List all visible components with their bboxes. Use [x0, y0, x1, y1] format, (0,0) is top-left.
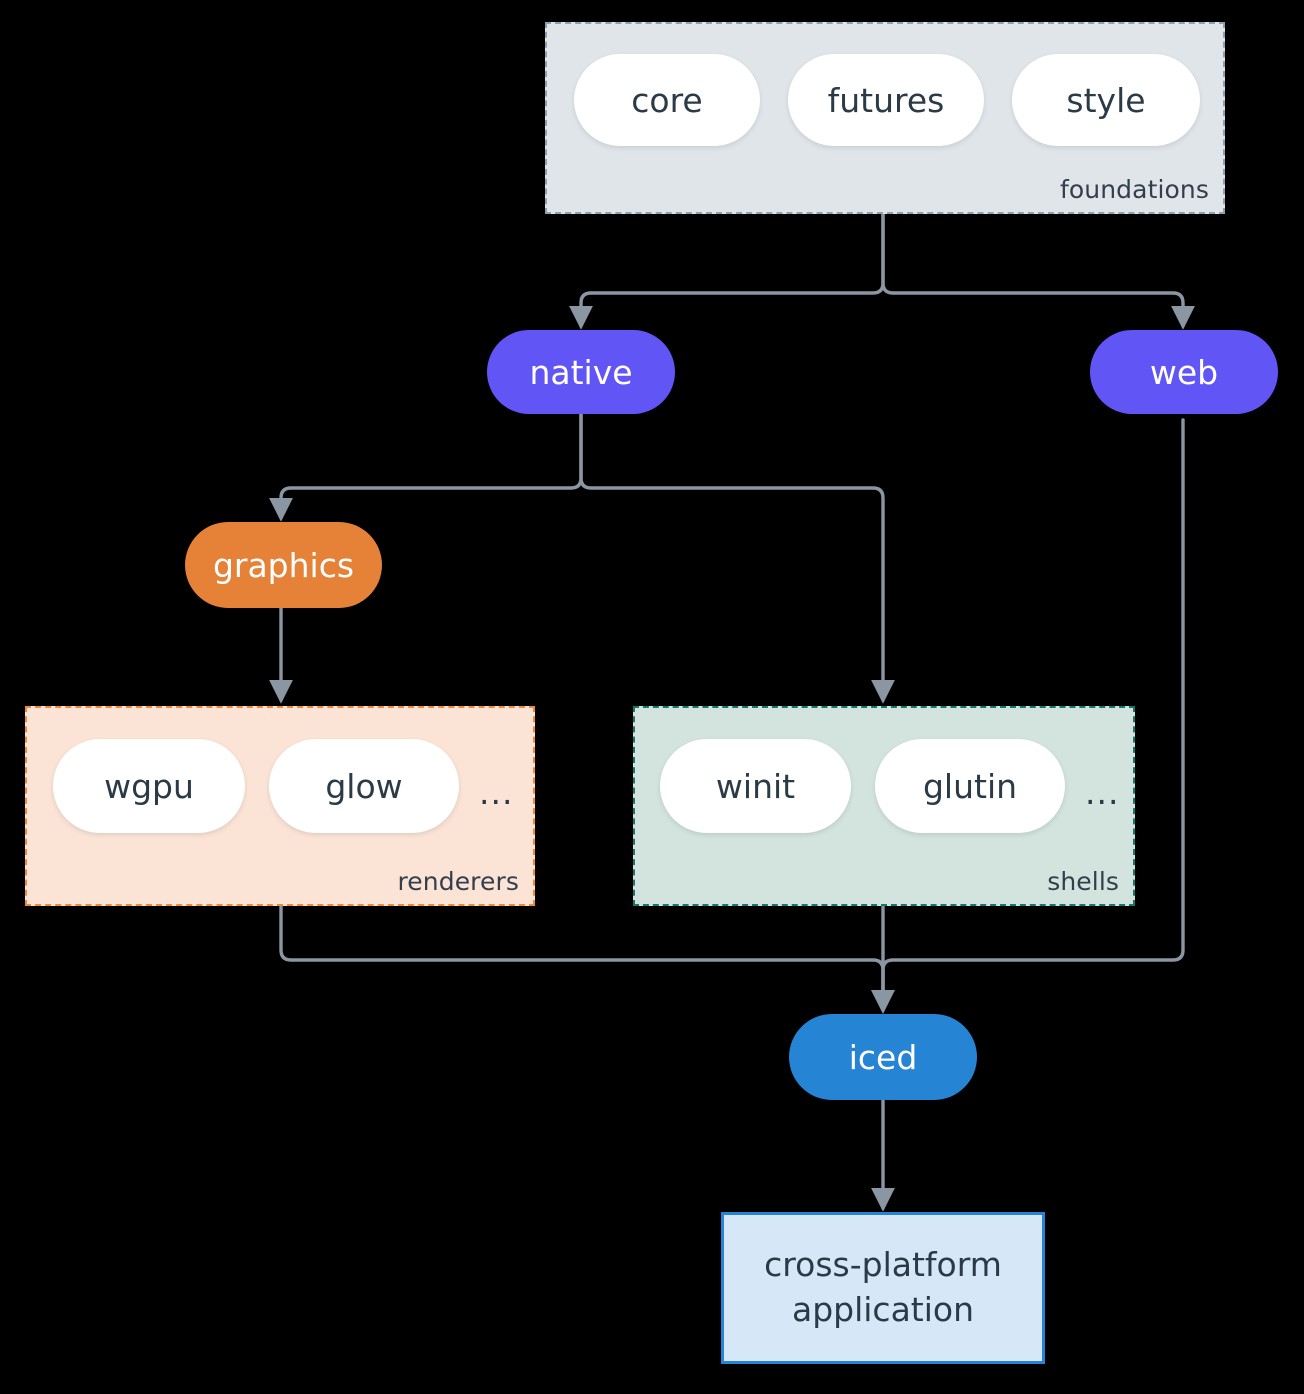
cluster-foundations: core futures style foundations	[545, 22, 1225, 214]
pill-wgpu-label: wgpu	[104, 766, 194, 806]
edge-foundations-web	[881, 211, 1195, 330]
pill-core[interactable]: core	[574, 54, 760, 146]
node-graphics[interactable]: graphics	[185, 522, 382, 608]
edge-foundations-native	[569, 211, 885, 330]
node-iced-label: iced	[848, 1037, 918, 1077]
node-application-line1: cross-platform	[764, 1245, 1002, 1285]
cluster-shells-label: shells	[1047, 867, 1119, 896]
shells-ellipsis: ...	[1085, 773, 1120, 812]
node-native[interactable]: native	[487, 330, 675, 414]
edge-native-graphics	[269, 411, 583, 522]
pill-wgpu[interactable]: wgpu	[53, 739, 245, 833]
cluster-renderers-label: renderers	[397, 867, 519, 896]
pill-core-label: core	[631, 80, 703, 120]
node-application[interactable]: cross-platform application	[721, 1212, 1045, 1364]
pill-glutin[interactable]: glutin	[875, 739, 1065, 833]
pill-winit-label: winit	[715, 766, 796, 806]
node-iced[interactable]: iced	[789, 1014, 977, 1100]
pill-style[interactable]: style	[1012, 54, 1200, 146]
pill-glutin-label: glutin	[922, 766, 1018, 806]
pill-futures-label: futures	[827, 80, 945, 120]
node-graphics-label: graphics	[212, 545, 355, 585]
edge-native-shells	[579, 411, 895, 704]
pill-futures[interactable]: futures	[788, 54, 984, 146]
pill-winit[interactable]: winit	[660, 739, 851, 833]
node-web-label: web	[1149, 352, 1219, 392]
node-application-line2: application	[791, 1290, 975, 1329]
cluster-foundations-label: foundations	[1060, 175, 1209, 204]
cluster-renderers: wgpu glow ... renderers	[25, 706, 535, 906]
node-native-label: native	[529, 352, 633, 392]
edge-renderers-iced	[279, 904, 895, 1014]
cluster-shells: winit glutin ... shells	[633, 706, 1135, 906]
node-web[interactable]: web	[1090, 330, 1278, 414]
pill-style-label: style	[1066, 80, 1146, 120]
pill-glow-label: glow	[325, 766, 403, 806]
pill-glow[interactable]: glow	[269, 739, 459, 833]
renderers-ellipsis: ...	[479, 773, 514, 812]
